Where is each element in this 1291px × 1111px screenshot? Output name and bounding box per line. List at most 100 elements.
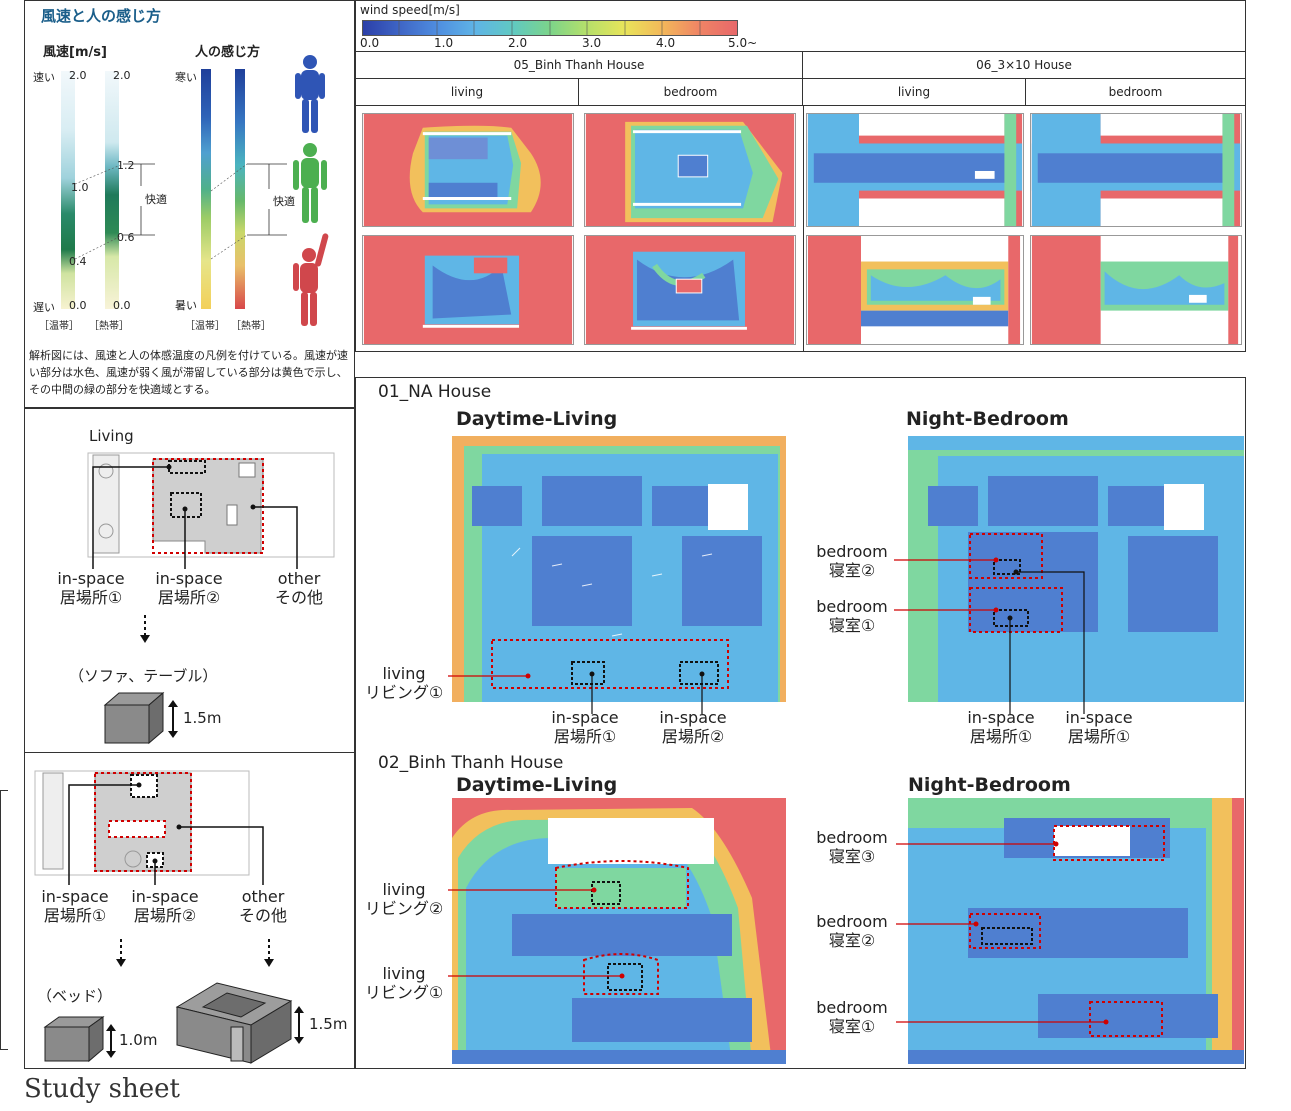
tropical-label-2: ［熱帯］ [231, 321, 271, 332]
binh-bed3-label: bedroom 寝室③ [808, 828, 896, 866]
bed-plan-panel: in-space 居場所① in-space 居場所② other その他 （ベ… [24, 752, 355, 1069]
living-in1-en: in-space [57, 569, 125, 588]
comfort-label-2: 快適 [273, 195, 295, 208]
header-house-b: 06_3×10 House [803, 52, 1245, 79]
sim-3x10-living-2 [806, 235, 1024, 345]
hot-person-icon [293, 233, 329, 326]
na-bed2-en: bedroom [816, 542, 888, 561]
header-living-b: living [803, 79, 1026, 106]
comfort-label-1: 快適 [145, 193, 167, 206]
left-bracket-line [0, 790, 8, 1050]
bed-height-arrow-icon-1 [106, 1024, 116, 1058]
binh-bed1-en: bedroom [816, 998, 888, 1017]
fast-label: 速い [33, 71, 55, 84]
na-in2-en: in-space [659, 708, 727, 727]
living-height-label: 1.5m [183, 709, 222, 727]
header-living-a: living [356, 79, 579, 106]
na-bed2-label: bedroom 寝室② [808, 542, 896, 580]
living-furniture-label: （ソファ、テーブル） [69, 667, 218, 685]
na-night-in2-en: in-space [1065, 708, 1133, 727]
wind-value-04: 0.4 [69, 255, 87, 268]
feel-bar-tropical [235, 69, 245, 309]
na-night-sim [908, 436, 1244, 708]
hot-label: 暑い [175, 299, 197, 312]
binh-day-sim [452, 798, 786, 1064]
header-bedroom-b: bedroom [1026, 79, 1245, 106]
wind-tick-0: 0.0 [360, 36, 380, 50]
wind-tick-4: 4.0 [656, 36, 676, 50]
bed-down-arrow-icon-2 [264, 939, 274, 967]
cold-label: 寒い [175, 71, 197, 84]
binh-day-title: Daytime-Living [456, 774, 618, 796]
na-bed1-jp: 寝室① [828, 616, 876, 635]
living-other-jp: その他 [274, 588, 323, 607]
bed-height-label-2: 1.5m [309, 1015, 348, 1033]
temperate-label: ［温帯］ [39, 321, 79, 332]
sim-3x10-living-1 [806, 113, 1024, 227]
bed-block-icon [175, 982, 293, 1064]
bed-in2-label: in-space 居場所② [123, 887, 207, 925]
na-night-in1-label: in-space 居場所① [958, 708, 1044, 746]
living-floor-plan [87, 452, 335, 558]
na-living-label: living リビング① [356, 664, 452, 702]
bed-leader-lines [68, 782, 264, 885]
living-leader-lines [92, 464, 298, 569]
binh-bed3-jp: 寝室③ [828, 847, 876, 866]
binh-living2-en: living [382, 880, 426, 899]
binh-living2-jp: リビング② [364, 899, 444, 918]
na-night-title: Night-Bedroom [906, 408, 1069, 430]
bed-furniture-label: （ベッド） [37, 987, 113, 1005]
na-bed1-label: bedroom 寝室① [808, 597, 896, 635]
bed-in1-en: in-space [41, 887, 109, 906]
na-night-in2-label: in-space 居場所① [1056, 708, 1142, 746]
wind-tick-3: 3.0 [582, 36, 602, 50]
living-plan-panel: Living in-space 居場所① in-space 居場所② other… [24, 408, 355, 753]
na-in1-en: in-space [551, 708, 619, 727]
binh-living1-label: living リビング① [356, 964, 452, 1002]
table-panel: wind speed[m/s] 0.0 1.0 2.0 3.0 4.0 5.0~… [355, 0, 1246, 352]
binh-living1-jp: リビング① [364, 983, 444, 1002]
wind-value-10: 1.0 [71, 181, 89, 194]
wind-tick-1: 1.0 [434, 36, 454, 50]
living-height-arrow-icon [168, 700, 178, 738]
sim-3x10-bedroom-1 [1030, 113, 1242, 227]
living-in2-label: in-space 居場所② [149, 569, 229, 607]
feel-header: 人の感じ方 [195, 45, 261, 60]
legend-description: 解析図には、風速と人の体感温度の凡例を付けている。風速が速い部分は水色、風速が弱… [29, 349, 348, 396]
sim-binh-bedroom-1 [584, 113, 796, 227]
bed-in1-label: in-space 居場所① [35, 887, 115, 925]
binh-bed1-jp: 寝室① [828, 1017, 876, 1036]
legend-panel: 風速と人の感じ方 風速[m/s] 人の感じ方 速い 2.0 2.0 寒い 1.2… [24, 0, 355, 408]
living-in2-en: in-space [155, 569, 223, 588]
binh-living2-label: living リビング② [356, 880, 452, 918]
na-living-en: living [382, 664, 426, 683]
bed-in2-en: in-space [131, 887, 199, 906]
legend-panel-title: 風速と人の感じ方 [41, 7, 162, 25]
bed-cube-icon [43, 1016, 105, 1063]
living-other-label: other その他 [261, 569, 337, 607]
bed-in2-jp: 居場所② [133, 906, 197, 925]
wind-value-20a: 2.0 [69, 69, 87, 82]
bed-down-arrow-icon-1 [116, 939, 126, 967]
cold-person-icon [295, 55, 325, 133]
na-in2-jp: 居場所② [661, 727, 725, 746]
living-in2-jp: 居場所② [157, 588, 221, 607]
na-in1-jp: 居場所① [553, 727, 617, 746]
binh-bed3-en: bedroom [816, 828, 888, 847]
binh-bed2-label: bedroom 寝室② [808, 912, 896, 950]
living-in1-label: in-space 居場所① [51, 569, 131, 607]
binh-bed1-label: bedroom 寝室① [808, 998, 896, 1036]
sim-binh-bedroom-2 [584, 235, 796, 345]
wind-bar-tropical [105, 71, 119, 309]
binh-night-sim [908, 798, 1244, 1064]
wind-tick-2: 2.0 [508, 36, 528, 50]
sim-binh-living-2 [362, 235, 574, 345]
na-bed1-en: bedroom [816, 597, 888, 616]
bed-other-en: other [241, 887, 285, 906]
binh-living1-en: living [382, 964, 426, 983]
table-divider-a [803, 106, 804, 351]
na-bed2-jp: 寝室② [828, 561, 876, 580]
header-house-a: 05_Binh Thanh House [356, 52, 803, 79]
bed-in1-jp: 居場所① [43, 906, 107, 925]
na-day-title: Daytime-Living [456, 408, 618, 430]
